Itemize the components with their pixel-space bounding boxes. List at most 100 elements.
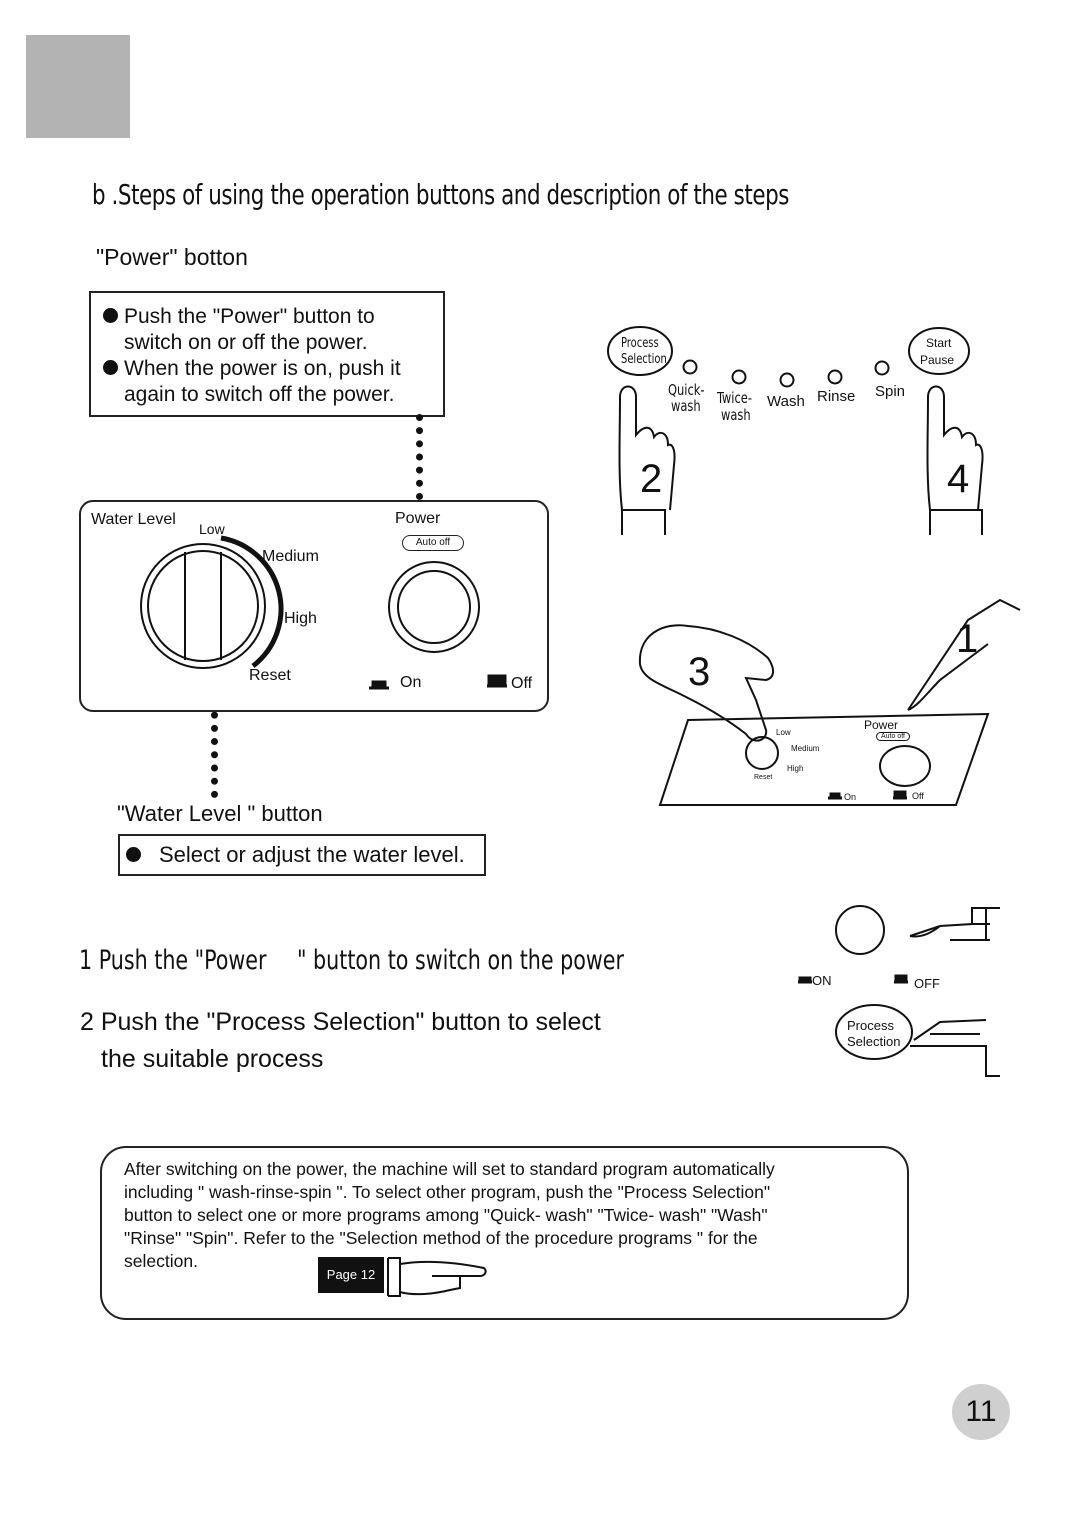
power-bullet-1: Push the "Power" button to xyxy=(103,304,375,330)
small-medium-label: Medium xyxy=(791,744,820,753)
power-bullet-2: When the power is on, push it xyxy=(103,356,401,382)
small-on-icon xyxy=(828,792,842,800)
note-line-1: After switching on the power, the machin… xyxy=(124,1159,775,1179)
twice-wash-indicator xyxy=(731,369,747,385)
step-1-text-part1: 1 Push the "Power xyxy=(79,945,267,976)
small-on-label: On xyxy=(844,792,857,802)
medium-label: Medium xyxy=(262,548,319,565)
dotted-connector-water xyxy=(211,672,218,798)
high-label: High xyxy=(284,610,317,627)
small-low-label: Low xyxy=(776,728,791,737)
on-label: On xyxy=(400,674,422,691)
on-switch-icon xyxy=(369,680,389,690)
off-mini-icon xyxy=(894,974,908,984)
small-off-icon xyxy=(893,790,907,800)
water-level-knob-small xyxy=(745,736,779,770)
pointing-hand-right-icon xyxy=(926,385,984,535)
low-label: Low xyxy=(199,521,225,537)
water-level-knob-outer xyxy=(140,543,266,669)
program-quick-wash-line1: Quick- xyxy=(668,381,705,399)
pointing-hand-power-icon xyxy=(909,907,1000,941)
note-text: After switching on the power, the machin… xyxy=(124,1158,775,1273)
note-box: After switching on the power, the machin… xyxy=(100,1146,909,1320)
page-reference-badge[interactable]: Page 12 xyxy=(318,1257,384,1293)
start-label: Start xyxy=(926,336,952,350)
note-line-5: selection. xyxy=(124,1251,198,1271)
note-line-4: "Rinse" "Spin". Refer to the "Selection … xyxy=(124,1228,758,1248)
program-twice-wash-line1: Twice- xyxy=(717,389,752,407)
program-spin: Spin xyxy=(875,383,906,400)
power-section-title: "Power" botton xyxy=(96,244,248,270)
program-wash: Wash xyxy=(767,393,805,410)
bullet-icon xyxy=(103,360,118,375)
power-description-box: Push the "Power" button to switch on or … xyxy=(89,291,445,417)
step-1-number: 1 xyxy=(956,617,979,661)
pause-label: Pause xyxy=(920,353,955,367)
program-quick-wash-line2: wash xyxy=(671,397,701,415)
step-2-text-line1: 2 Push the "Process Selection" button to… xyxy=(80,1008,601,1036)
hand-pressing-power-icon xyxy=(907,598,1021,711)
water-level-knob-inner xyxy=(147,550,259,662)
hands-operating-illustration: 3 1 Power Auto off Low Medium High Reset… xyxy=(628,580,1028,810)
water-level-knob-grip xyxy=(184,552,222,660)
water-level-scale-arc xyxy=(220,535,284,668)
side-on-label: ON xyxy=(812,973,832,988)
spin-indicator xyxy=(874,360,890,376)
power-label: Power xyxy=(395,510,441,527)
side-off-label: OFF xyxy=(914,976,940,991)
wash-indicator xyxy=(779,372,795,388)
control-panel-diagram: Water Level Low Medium High Reset Power … xyxy=(79,500,549,712)
off-label: Off xyxy=(511,675,533,692)
on-mini-icon xyxy=(798,976,812,984)
reset-label: Reset xyxy=(249,667,291,684)
step-3-number: 3 xyxy=(688,650,711,694)
small-reset-label: Reset xyxy=(754,774,773,781)
panel-perspective-outline xyxy=(658,712,990,806)
program-rinse: Rinse xyxy=(817,388,856,405)
step-2-text-line2: the suitable process xyxy=(101,1045,324,1073)
bullet-icon xyxy=(103,308,118,323)
water-level-description-box: Select or adjust the water level. xyxy=(118,834,486,876)
water-level-bullet: Select or adjust the water level. xyxy=(126,842,465,868)
note-line-3: button to select one or more programs am… xyxy=(124,1205,768,1225)
bullet-icon xyxy=(126,847,141,862)
program-panel-drawing xyxy=(607,326,984,535)
water-level-section-title: "Water Level " button xyxy=(117,801,323,826)
note-line-2: including " wash-rinse-spin ". To select… xyxy=(124,1182,771,1202)
power-button-small xyxy=(879,745,931,787)
side-process-label: Process xyxy=(847,1018,894,1033)
section-heading: b .Steps of using the operation buttons … xyxy=(92,178,789,211)
start-pause-button xyxy=(908,327,970,375)
pointing-hand-left-icon xyxy=(618,385,676,535)
small-off-label: Off xyxy=(912,791,924,801)
power-round-button-icon xyxy=(835,905,885,955)
side-button-icons: ON OFF Process Selection xyxy=(790,900,1010,1090)
hands-operating-drawing xyxy=(638,598,1021,806)
hand-turning-knob-icon xyxy=(638,624,774,742)
selection-label: Selection xyxy=(621,352,667,367)
small-high-label: High xyxy=(787,764,804,773)
power-button-outer xyxy=(388,561,480,653)
small-power-label: Power xyxy=(864,718,899,732)
power-button-inner xyxy=(397,570,471,644)
rinse-indicator xyxy=(827,369,843,385)
process-selection-button xyxy=(607,326,673,376)
auto-off-badge: Auto off xyxy=(402,535,464,551)
program-panel-illustration: Process Selection Start Pause Quick- was… xyxy=(600,325,1020,540)
program-twice-wash-line2: wash xyxy=(721,406,751,424)
power-bullet-2-cont: again to switch off the power. xyxy=(124,383,395,406)
process-label: Process xyxy=(621,336,659,351)
page-number-badge: 11 xyxy=(952,1384,1010,1440)
side-icons-drawing xyxy=(798,905,1000,1077)
panel-drawing xyxy=(140,535,507,690)
side-selection-label: Selection xyxy=(847,1034,901,1049)
small-auto-off-badge: Auto off xyxy=(876,732,911,741)
step-1-text-part2: " button to switch on the power xyxy=(297,945,624,976)
pointing-hand-process-icon xyxy=(910,1019,1000,1077)
water-level-label: Water Level xyxy=(91,511,176,528)
pointing-hand-note-icon xyxy=(387,1257,487,1297)
dotted-connector-power xyxy=(416,414,423,500)
quick-wash-indicator xyxy=(682,359,698,375)
step-2-number: 2 xyxy=(640,457,663,501)
step-4-number: 4 xyxy=(947,457,970,501)
